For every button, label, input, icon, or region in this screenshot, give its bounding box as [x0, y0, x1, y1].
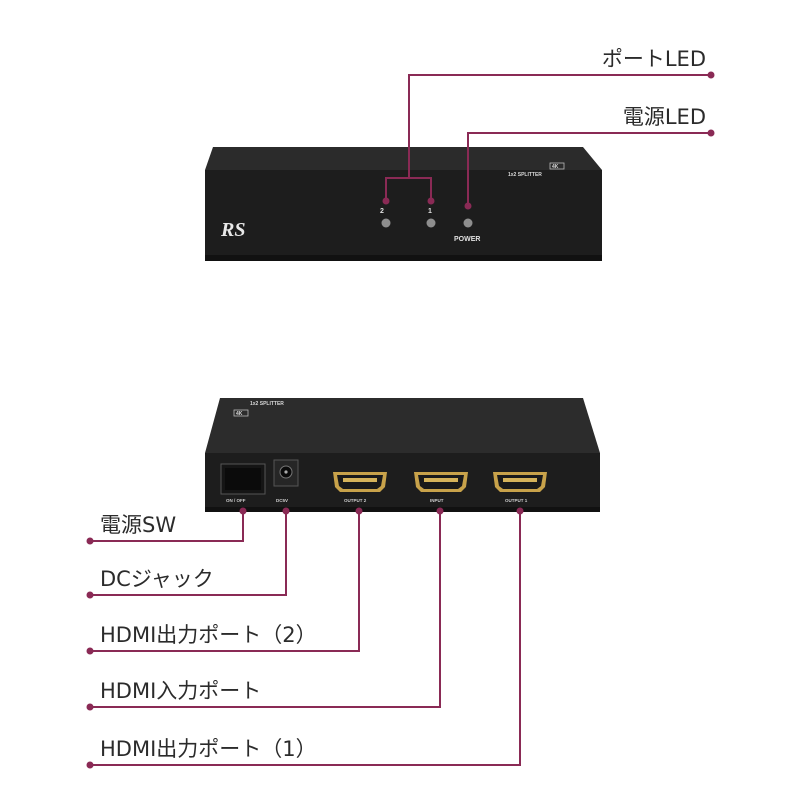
hdmi-out-1-leader: [90, 511, 521, 766]
callout-hdmi-out-2: HDMI出力ポート（2）: [100, 623, 317, 647]
hdmi-out-2-leader-dot: [355, 507, 363, 515]
front-device-base: [205, 255, 602, 261]
hdmi-out-1-leader-end-dot: [86, 761, 94, 769]
hdmi-output-2-label: OUTPUT 2: [344, 498, 367, 503]
callout-power-sw: 電源SW: [100, 513, 176, 537]
front-leader-lines: [385, 74, 711, 206]
dc-jack-leader: [90, 511, 287, 596]
front-device: 4K 1x2 SPLITTER RS 2 1 POWER: [205, 147, 602, 261]
front-device-top: [205, 147, 602, 170]
front-top-badge: [549, 162, 565, 170]
port-led-1: [426, 218, 436, 228]
dc-jack-label: DC5V: [276, 498, 288, 503]
front-top-badge-text: 4K: [552, 164, 559, 170]
led-label-2: 2: [380, 208, 384, 215]
hdmi-out-1-leader-dot: [516, 507, 524, 515]
hdmi-input-label: INPUT: [430, 498, 444, 503]
rear-top-badge: [233, 409, 249, 417]
rear-leader-lines: [90, 511, 521, 766]
power-sw-leader: [90, 511, 244, 542]
callout-dc-jack: DCジャック: [100, 567, 214, 591]
front-device-body: [205, 170, 602, 258]
hdmi-out-2-leader: [90, 511, 360, 652]
dc-jack-pin: [284, 470, 288, 474]
led-label-1: 1: [428, 208, 432, 215]
port-led-leader-stem: [408, 74, 711, 178]
dc-jack-leader-dot: [282, 507, 290, 515]
callout-power-led: 電源LED: [623, 105, 706, 129]
front-top-model-text: 1x2 SPLITTER: [508, 172, 542, 178]
rear-device: 4K 1x2 SPLITTER ON / OFF DC5V OUTPUT 2 I…: [205, 398, 600, 512]
power-led-leader-dot: [464, 202, 472, 210]
hdmi-in-leader: [90, 511, 441, 708]
callout-hdmi-out-1: HDMI出力ポート（1）: [100, 737, 317, 761]
hdmi-port-output-2: [333, 472, 387, 492]
port-led-leader-end-dot: [707, 71, 715, 79]
power-led-leader-end-dot: [707, 129, 715, 137]
hdmi-output-1-label: OUTPUT 1: [505, 498, 528, 503]
power-sw-leader-end-dot: [86, 537, 94, 545]
rear-leader-dots: [86, 507, 524, 769]
rear-top-model-text: 1x2 SPLITTER: [250, 401, 284, 407]
callout-hdmi-in: HDMI入力ポート: [100, 679, 261, 703]
hdmi-port-input: [414, 472, 468, 492]
dc-jack-leader-end-dot: [86, 591, 94, 599]
hdmi-out-2-leader-end-dot: [86, 647, 94, 655]
rear-device-base: [205, 507, 600, 512]
rear-device-top: [205, 398, 600, 453]
hdmi-in-leader-end-dot: [86, 703, 94, 711]
power-sw-leader-dot: [239, 507, 247, 515]
port-led-leader-dot-2: [382, 197, 390, 205]
callout-port-led: ポートLED: [602, 47, 706, 71]
power-led: [463, 218, 473, 228]
power-switch-rocker: [225, 468, 261, 490]
brand-logo-text: RS: [220, 219, 245, 241]
hdmi-port-output-1: [493, 472, 547, 492]
port-led-leader-dot-1: [427, 197, 435, 205]
power-switch-label: ON / OFF: [226, 498, 246, 503]
hdmi-in-leader-dot: [436, 507, 444, 515]
power-led-leader: [467, 132, 711, 206]
port-led-2: [381, 218, 391, 228]
power-label: POWER: [454, 236, 480, 243]
rear-top-badge-text: 4K: [236, 411, 243, 417]
